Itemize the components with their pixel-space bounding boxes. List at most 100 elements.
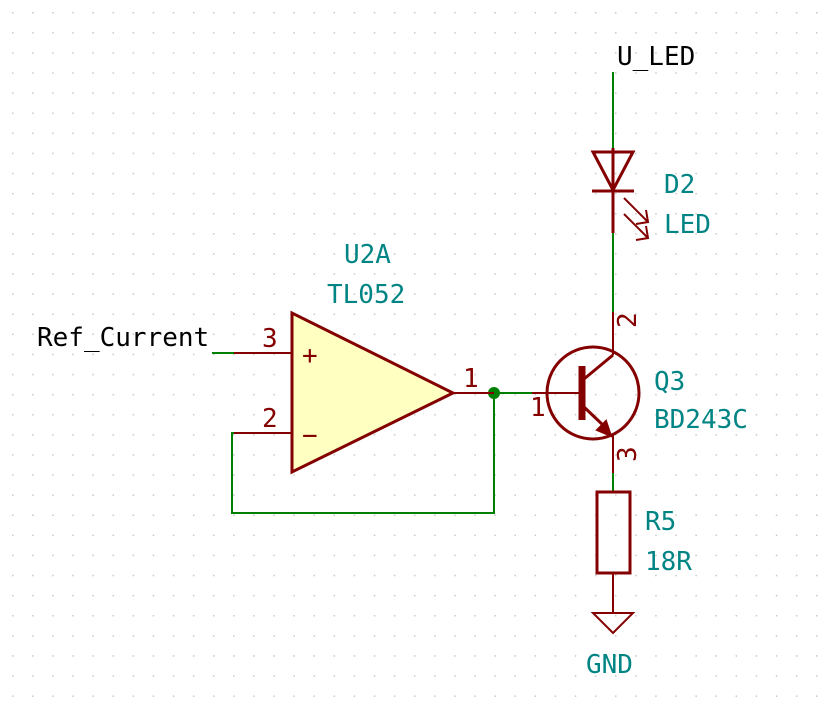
grid-dot: [474, 373, 476, 376]
grid-dot: [715, 333, 717, 336]
grid-dot: [755, 192, 758, 195]
grid-dot: [554, 454, 557, 456]
grid-dot: [655, 313, 657, 315]
grid-dot: [816, 52, 818, 54]
grid-dot: [253, 373, 255, 376]
grid-dot: [454, 373, 456, 376]
grid-dot: [534, 132, 537, 135]
grid-dot: [213, 273, 215, 275]
grid-dot: [816, 293, 818, 295]
grid-dot: [816, 695, 818, 697]
grid-dot: [132, 32, 135, 34]
grid-dot: [273, 112, 275, 114]
grid-dot: [52, 213, 54, 215]
grid-dot: [816, 554, 818, 557]
grid-dot: [755, 373, 758, 376]
grid-dot: [755, 32, 758, 34]
grid-dot: [172, 72, 175, 74]
grid-dot: [514, 474, 516, 476]
grid-dot: [293, 192, 295, 195]
grid-dot: [454, 72, 456, 74]
grid-dot: [775, 454, 778, 456]
grid-dot: [554, 253, 557, 255]
grid-dot: [434, 454, 436, 456]
grid-dot: [112, 434, 114, 436]
grid-dot: [675, 494, 677, 496]
grid-dot: [615, 414, 617, 416]
grid-dot: [615, 635, 617, 637]
grid-dot: [12, 635, 14, 637]
grid-dot: [353, 213, 356, 215]
grid-dot: [635, 253, 637, 255]
grid-dot: [816, 32, 818, 34]
grid-dot: [132, 353, 135, 356]
grid-dot: [715, 353, 717, 356]
grid-dot: [132, 52, 135, 54]
grid-dot: [52, 353, 54, 356]
grid-dot: [273, 494, 275, 496]
grid-dot: [715, 192, 717, 195]
grid-dot: [414, 655, 416, 657]
grid-dot: [112, 233, 114, 235]
grid-dot: [213, 213, 215, 215]
grid-dot: [313, 574, 315, 577]
grid-dot: [333, 594, 336, 597]
grid-dot: [775, 92, 778, 94]
grid-dot: [393, 293, 396, 295]
grid-dot: [72, 112, 74, 114]
grid-dot: [675, 393, 677, 396]
grid-dot: [132, 273, 135, 275]
grid-dot: [494, 353, 496, 356]
grid-dot: [635, 554, 637, 557]
grid-dot: [132, 655, 135, 657]
grid-dot: [72, 192, 74, 195]
grid-dot: [494, 92, 496, 94]
grid-dot: [534, 554, 537, 557]
grid-dot: [213, 675, 215, 677]
grid-dot: [454, 152, 456, 155]
grid-dot: [72, 454, 74, 456]
grid-dot: [574, 373, 577, 376]
grid-dot: [353, 494, 356, 496]
grid-dot: [373, 112, 376, 114]
grid-dot: [112, 494, 114, 496]
grid-dot: [72, 293, 74, 295]
grid-dot: [635, 72, 637, 74]
grid-dot: [152, 112, 155, 114]
grid-dot: [192, 172, 195, 175]
grid-dot: [574, 574, 577, 577]
grid-dot: [735, 615, 738, 617]
grid-dot: [293, 675, 295, 677]
grid-dot: [172, 514, 175, 516]
grid-dot: [253, 615, 255, 617]
grid-dot: [534, 32, 537, 34]
grid-dot: [675, 655, 677, 657]
grid-dot: [474, 172, 476, 175]
grid-dot: [715, 474, 717, 476]
grid-dot: [353, 615, 356, 617]
grid-dot: [594, 72, 597, 74]
grid-dot: [454, 213, 456, 215]
grid-dot: [635, 675, 637, 677]
grid-dot: [333, 132, 336, 135]
grid-dot: [172, 454, 175, 456]
grid-dot: [152, 434, 155, 436]
grid-dot: [655, 534, 657, 537]
grid-dot: [615, 213, 617, 215]
grid-dot: [192, 233, 195, 235]
grid-dot: [655, 112, 657, 114]
grid-dot: [12, 333, 14, 336]
grid-dot: [414, 253, 416, 255]
grid-dot: [474, 474, 476, 476]
grid-dot: [213, 574, 215, 577]
grid-dot: [253, 192, 255, 195]
grid-dot: [152, 594, 155, 597]
grid-dot: [474, 393, 476, 396]
grid-dot: [755, 675, 758, 677]
grid-dot: [594, 52, 597, 54]
grid-dot: [233, 333, 235, 336]
grid-dot: [233, 454, 235, 456]
grid-dot: [795, 92, 798, 94]
grid-dot: [655, 454, 657, 456]
grid-dot: [12, 273, 14, 275]
